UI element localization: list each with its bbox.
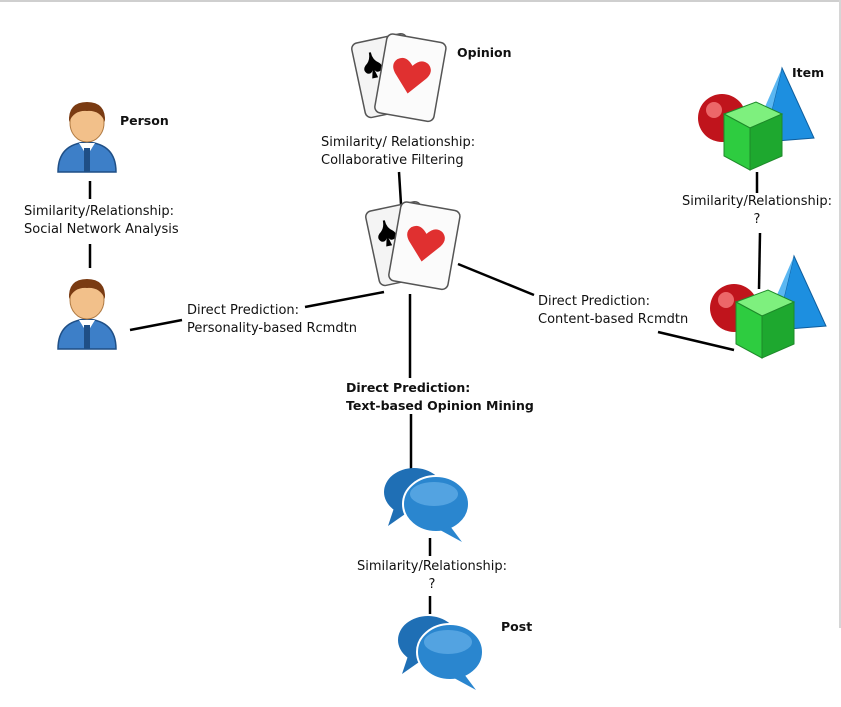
right-border	[839, 0, 841, 628]
edge-label-line1: Similarity/Relationship:	[356, 559, 508, 574]
edge-label-person-person: Similarity/Relationship: Social Network …	[24, 203, 179, 239]
playing-cards-icon	[351, 32, 447, 123]
top-border	[0, 0, 841, 2]
edge-label-line2: Text-based Opinion Mining	[346, 398, 534, 413]
node-title-opinion: Opinion	[457, 45, 512, 60]
playing-cards-icon	[365, 200, 461, 291]
edge-item-opinion-lower	[657, 330, 735, 352]
edge-label-line2: Content-based Rcmdtn	[538, 312, 689, 327]
edge-label-line2: ?	[428, 577, 436, 592]
edge-label-line2: Social Network Analysis	[24, 222, 179, 237]
edge-label-line1: Direct Prediction:	[187, 303, 300, 318]
edge-label-post-post: Similarity/Relationship: ?	[325, 558, 539, 594]
node-title-item: Item	[792, 65, 825, 80]
edge-label-line1: Direct Prediction:	[346, 380, 471, 395]
edge-label-line2: ?	[753, 212, 761, 227]
edge-label-line2: Collaborative Filtering	[321, 153, 464, 168]
edge-label-line2: Personality-based Rcmdtn	[187, 321, 357, 336]
edge-label-line1: Direct Prediction:	[538, 294, 651, 309]
edge-label-item-item: Similarity/Relationship: ?	[650, 193, 841, 229]
edge-person-opinion-right	[304, 290, 385, 309]
edge-label-item-opinion: Direct Prediction: Content-based Rcmdtn	[538, 293, 688, 329]
person-icon	[57, 279, 117, 350]
edge-label-post-opinion: Direct Prediction: Text-based Opinion Mi…	[346, 379, 534, 415]
edge-label-line1: Similarity/Relationship:	[24, 204, 175, 219]
edge-person-opinion-left	[129, 318, 183, 332]
node-title-person: Person	[120, 113, 169, 128]
edge-item-item-lower	[757, 232, 762, 290]
edge-label-line1: Similarity/ Relationship:	[321, 135, 476, 150]
edge-opinion-opinion	[397, 171, 403, 205]
edge-label-opinion-opinion: Similarity/ Relationship: Collaborative …	[321, 134, 475, 170]
edge-label-line1: Similarity/Relationship:	[681, 194, 833, 209]
speech-bubbles-icon	[384, 468, 470, 542]
person-icon	[57, 102, 117, 173]
item-shapes-icon	[710, 254, 827, 359]
speech-bubbles-icon	[398, 616, 484, 690]
item-shapes-icon	[698, 66, 815, 171]
edge-item-opinion-upper	[457, 262, 535, 297]
node-title-post: Post	[501, 619, 533, 634]
edge-label-person-opinion: Direct Prediction: Personality-based Rcm…	[187, 302, 357, 338]
